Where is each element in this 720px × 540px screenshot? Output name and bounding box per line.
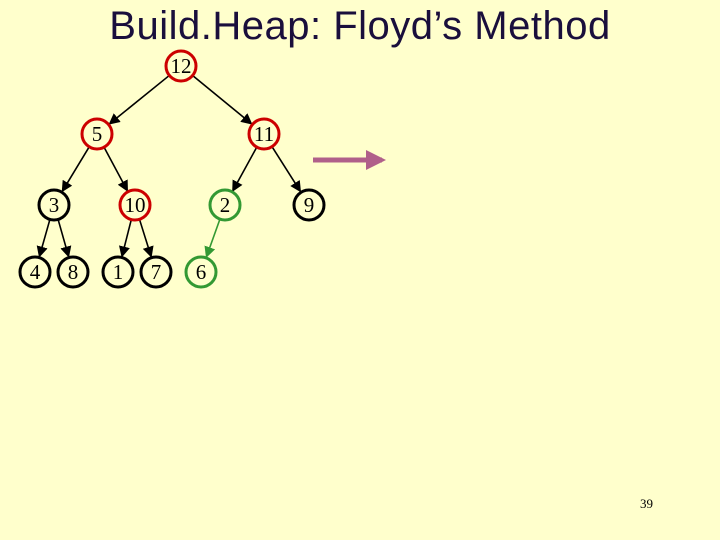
heap-node-10: 10 [118,188,152,222]
tree-edge-n5-n10 [103,146,129,192]
heap-node-label: 5 [92,122,103,146]
heap-node-label: 10 [125,193,146,217]
heap-node-label: 1 [113,260,124,284]
heap-node-3: 3 [37,188,71,222]
heap-node-circle [139,255,173,289]
heap-node-label: 11 [254,122,274,146]
heap-node-7: 7 [139,255,173,289]
heap-node-label: 3 [49,193,60,217]
heap-node-circle [80,117,114,151]
heap-node-label: 9 [304,193,315,217]
heap-node-8: 8 [56,255,90,289]
heap-node-label: 6 [196,260,207,284]
heap-node-label: 2 [220,193,231,217]
heap-node-label: 7 [151,260,162,284]
heap-node-circle [164,49,198,83]
tree-nodes: 12 5 11 3 10 2 9 4 8 1 7 6 [18,49,326,289]
tree-edge-n3-n4 [36,219,51,258]
heap-node-circle [184,255,218,289]
tree-edge-n11-n2 [232,146,258,192]
heap-node-circle [247,117,281,151]
tree-edge-n12-n11 [192,74,253,125]
tree-edge-n3-n8 [57,219,72,258]
heap-node-2: 2 [208,188,242,222]
heap-node-circle [37,188,71,222]
heap-node-circle [18,255,52,289]
heap-node-label: 4 [30,260,41,284]
heap-node-9: 9 [292,188,326,222]
heap-node-circle [118,188,152,222]
tree-edge-n10-n7 [138,219,154,258]
tree-edges [36,74,302,258]
tree-edge-n2-n6 [204,218,221,258]
heap-node-1: 1 [101,255,135,289]
heap-node-6: 6 [184,255,218,289]
tree-edge-n5-n3 [61,146,90,193]
heap-node-label: 8 [68,260,79,284]
slide-title: Build.Heap: Floyd’s Method [109,4,611,48]
heap-node-11: 11 [247,117,281,151]
heap-node-label: 12 [171,54,192,78]
page-number: 39 [640,496,653,511]
heap-node-circle [101,255,135,289]
heap-node-4: 4 [18,255,52,289]
heap-node-5: 5 [80,117,114,151]
heap-node-12: 12 [164,49,198,83]
heap-node-circle [292,188,326,222]
tree-edge-n12-n5 [108,74,170,125]
tree-edge-n11-n9 [271,146,302,193]
tree-edge-n10-n1 [118,219,133,258]
heap-node-circle [56,255,90,289]
heap-node-circle [208,188,242,222]
